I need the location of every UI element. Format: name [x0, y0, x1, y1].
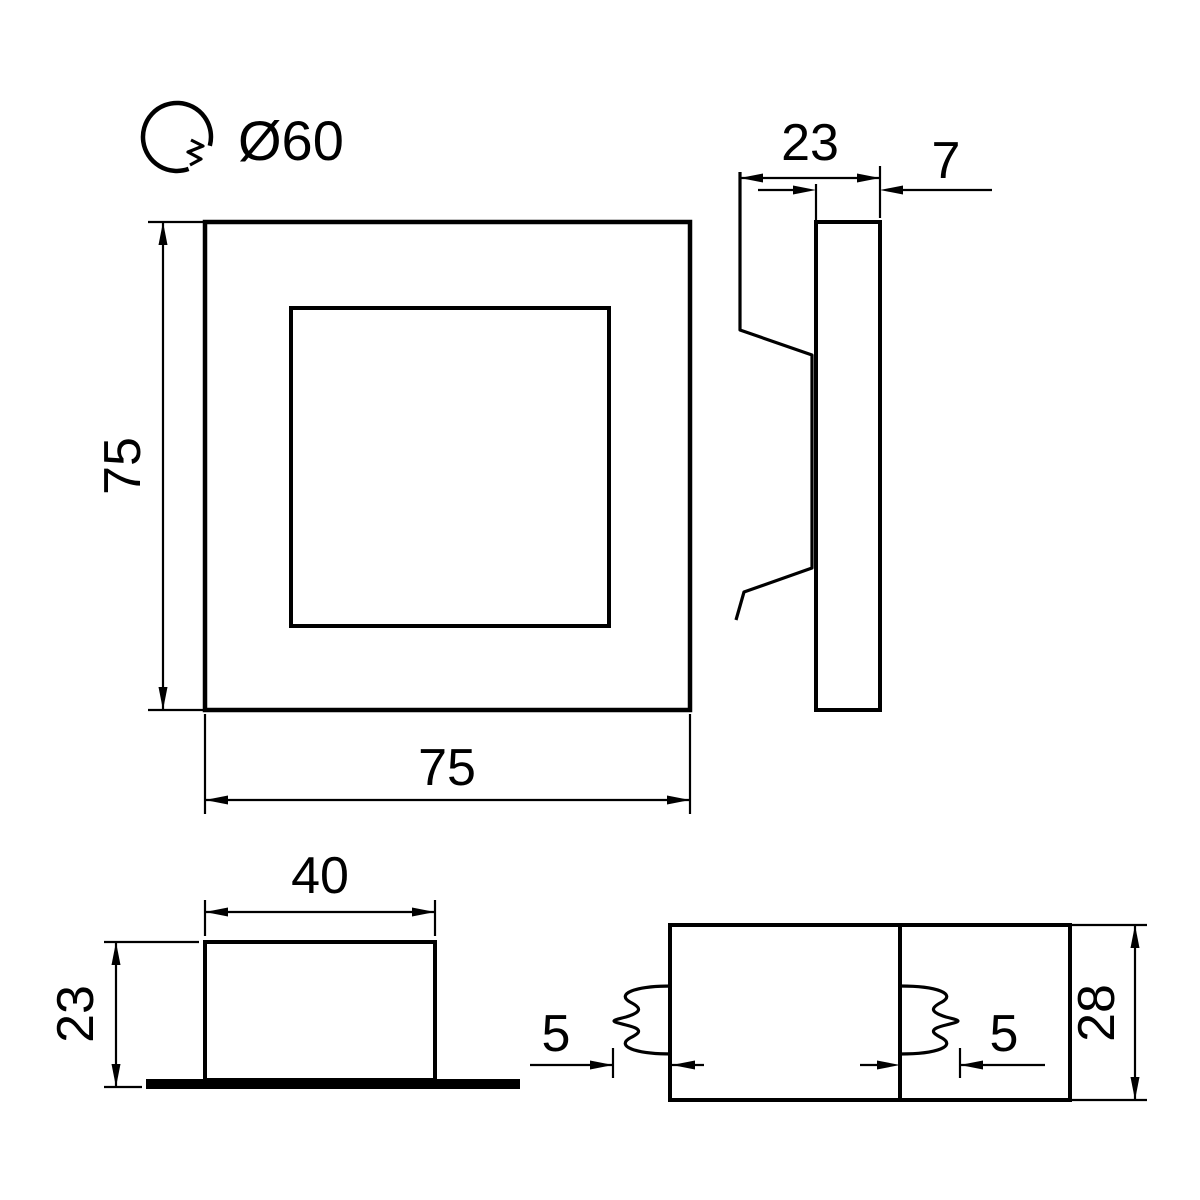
housing-body: [203, 940, 437, 1082]
arrowhead-right: [857, 173, 880, 183]
side-housing-profile: [734, 172, 814, 621]
housing-width-label: 40: [291, 847, 349, 905]
housing-depth-label: 23: [47, 985, 105, 1043]
clip-view: 5 5 28: [530, 923, 1147, 1102]
arrowhead-left: [205, 907, 228, 917]
side-thickness-dimension: 7: [758, 132, 992, 220]
arrowhead-down: [1130, 1077, 1140, 1100]
arrowhead-left: [205, 795, 228, 805]
arrowhead-right: [793, 185, 816, 195]
clip-view-height-label: 28: [1068, 984, 1126, 1042]
housing-depth-dimension: 23: [47, 940, 199, 1089]
arrowhead-left: [672, 1060, 695, 1070]
left-spring-clip: [612, 984, 673, 1056]
right-spring-clip: [899, 984, 960, 1056]
front-height-dimension: 75: [94, 220, 205, 712]
left-clip-dimension: 5: [530, 1005, 704, 1078]
side-thickness-label: 7: [932, 132, 961, 190]
front-outer-square: [202, 219, 693, 713]
arrowhead-left: [740, 173, 763, 183]
arrowhead-right: [412, 907, 435, 917]
hole-saw-icon: [140, 100, 214, 174]
front-inner-square: [289, 306, 611, 628]
right-clip-label: 5: [990, 1005, 1019, 1063]
arrowhead-up: [158, 222, 168, 245]
arrowhead-down: [158, 687, 168, 710]
front-width-dimension: 75: [203, 714, 692, 814]
side-depth-dimension: 23: [740, 114, 882, 218]
side-view: 23 7: [734, 114, 992, 712]
arrowhead-up: [111, 942, 121, 965]
front-width-label: 75: [418, 739, 476, 797]
front-view: 75 75: [94, 219, 693, 814]
arrowhead-up: [1130, 925, 1140, 948]
clip-view-height-dimension: 28: [1068, 923, 1147, 1102]
housing-view: 40 23: [47, 847, 520, 1089]
side-faceplate: [814, 220, 882, 712]
side-depth-label: 23: [781, 114, 839, 172]
clip-view-body: [668, 923, 1072, 1102]
arrowhead-left: [880, 185, 903, 195]
arrowhead-right: [667, 795, 690, 805]
left-clip-label: 5: [542, 1005, 571, 1063]
right-clip-dimension: 5: [860, 1005, 1045, 1078]
hole-saw-teeth-icon: [186, 138, 205, 167]
housing-flange: [146, 1079, 520, 1089]
cutout-diameter-label: Ø60: [238, 109, 344, 172]
cutout-hole-indicator: Ø60: [140, 100, 344, 174]
arrowhead-down: [111, 1064, 121, 1087]
arrowhead-right: [590, 1060, 613, 1070]
arrowhead-right: [877, 1060, 900, 1070]
housing-width-dimension: 40: [203, 847, 437, 936]
arrowhead-left: [960, 1060, 983, 1070]
front-height-label: 75: [94, 437, 152, 495]
